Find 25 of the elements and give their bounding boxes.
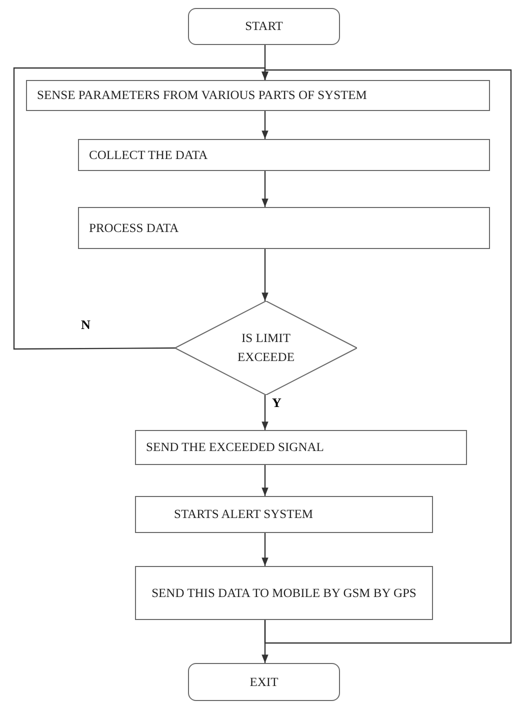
process-box [135, 496, 433, 533]
arrow [262, 69, 512, 644]
node-text: STARTS ALERT SYSTEM [174, 506, 313, 524]
arrow [262, 533, 268, 566]
process-box [78, 207, 490, 249]
node-text: SENSE PARAMETERS FROM VARIOUS PARTS OF SYSTEM [37, 87, 367, 104]
process-box [26, 80, 490, 111]
arrow [13, 67, 268, 350]
arrow [262, 111, 268, 139]
node-text: EXIT [250, 674, 278, 691]
process-box [78, 139, 490, 171]
node-text: COLLECT THE DATA [89, 146, 208, 164]
terminal-box [188, 8, 340, 45]
node-text: IS LIMIT EXCEEDE [236, 330, 296, 366]
node-text: START [245, 18, 283, 36]
node-text: SEND THIS DATA TO MOBILE BY GSM BY GPS [150, 584, 418, 602]
process-box [135, 430, 467, 465]
node-text: SEND THE EXCEEDED SIGNAL [146, 439, 324, 456]
arrow [262, 465, 268, 496]
process-box [135, 566, 433, 620]
terminal-box [188, 663, 340, 701]
arrow [262, 171, 268, 207]
node-text: PROCESS DATA [89, 220, 179, 237]
arrow [262, 249, 268, 301]
arrow [262, 395, 268, 430]
